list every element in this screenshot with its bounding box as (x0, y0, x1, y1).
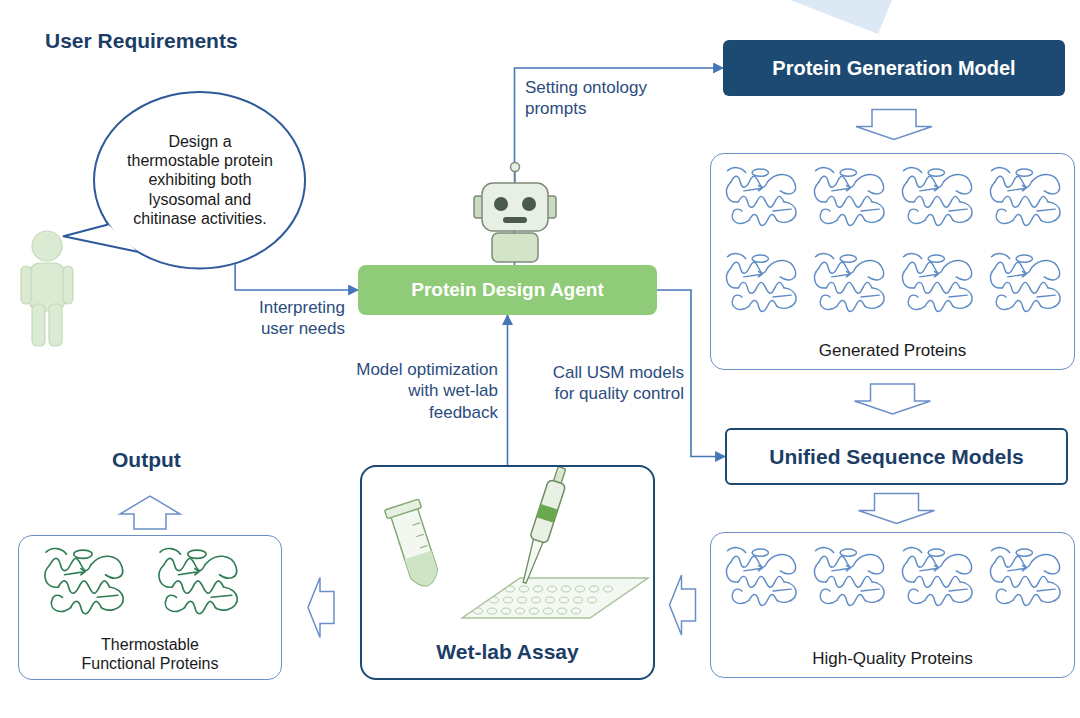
node-text: Protein Generation Model (772, 56, 1015, 80)
corner-shape (790, 0, 892, 34)
plate-well (502, 608, 511, 614)
plate-well (604, 586, 613, 592)
model-box: Unified Sequence Models (725, 428, 1068, 485)
protein-structure (815, 548, 885, 606)
plate-well (520, 586, 529, 592)
edge-label: Model optimization with wet-lab feedback (340, 359, 498, 423)
plate-well (562, 586, 571, 592)
protein-structure (903, 254, 973, 312)
robot-icon (474, 163, 556, 263)
node-text: Design a thermostable protein exhibiting… (125, 132, 275, 228)
protein-panel: High-Quality Proteins (710, 532, 1075, 678)
protein-structure (815, 168, 885, 226)
node-text: High-Quality Proteins (812, 649, 973, 669)
protein-structure (815, 254, 885, 312)
plate-well (516, 608, 525, 614)
test-tube (385, 499, 446, 591)
person-figure (21, 231, 73, 346)
node-text: Generated Proteins (819, 341, 966, 361)
node-text: Unified Sequence Models (769, 444, 1023, 469)
bubble-tail (64, 224, 138, 251)
hollow-arrow (120, 496, 180, 529)
protein-structure (991, 254, 1061, 312)
node-text: Protein Design Agent (411, 279, 603, 302)
protein-structure (45, 548, 123, 613)
protein-panel: Generated Proteins (710, 153, 1075, 370)
plate-well (588, 597, 597, 603)
section-heading: User Requirements (45, 28, 238, 54)
edge-label: Setting ontology prompts (525, 77, 675, 120)
plate-well (590, 586, 599, 592)
protein-panel: Thermostable Functional Proteins (18, 535, 282, 680)
plate-well (532, 597, 541, 603)
hollow-arrow (859, 494, 935, 524)
plate-well (558, 608, 567, 614)
plate-well (574, 597, 583, 603)
edge-label: Call USM models for quality control (534, 362, 684, 405)
well-plate (462, 578, 648, 618)
plate-well (474, 608, 483, 614)
hollow-arrow (855, 384, 931, 414)
speech-bubble: Design a thermostable protein exhibiting… (93, 91, 306, 270)
connector-arrow (235, 264, 358, 290)
agent-box: Protein Design Agent (358, 265, 657, 315)
node-text: Wet-lab Assay (436, 639, 578, 664)
assay-panel: Wet-lab Assay (360, 465, 655, 680)
connector-arrow (507, 315, 509, 465)
hollow-arrow (308, 578, 334, 638)
model-box: Protein Generation Model (723, 40, 1065, 96)
plate-well (544, 608, 553, 614)
plate-well (572, 608, 581, 614)
plate-well (488, 608, 497, 614)
plate-well (506, 586, 515, 592)
protein-structure (903, 168, 973, 226)
protein-structure (991, 548, 1061, 606)
plate-well (546, 597, 555, 603)
plate-well (530, 608, 539, 614)
plate-well (576, 586, 585, 592)
pipette (516, 465, 571, 586)
plate-well (548, 586, 557, 592)
plate-well (534, 586, 543, 592)
node-text: Thermostable Functional Proteins (65, 635, 235, 673)
hollow-arrow (670, 575, 696, 635)
protein-structure (727, 548, 797, 606)
protein-structure (903, 548, 973, 606)
protein-structure (727, 168, 1061, 606)
plate-well (518, 597, 527, 603)
protein-structure (727, 168, 797, 226)
protein-structure (991, 168, 1061, 226)
protein-structure (45, 548, 237, 613)
plate-well (490, 597, 499, 603)
plate-well (560, 597, 569, 603)
connector-arrow (515, 68, 724, 265)
edge-label: Interpreting user needs (235, 297, 345, 340)
hollow-arrow (856, 110, 932, 140)
plate-well (504, 597, 513, 603)
protein-structure (159, 548, 237, 613)
section-heading: Output (112, 447, 181, 473)
protein-structure (727, 254, 797, 312)
